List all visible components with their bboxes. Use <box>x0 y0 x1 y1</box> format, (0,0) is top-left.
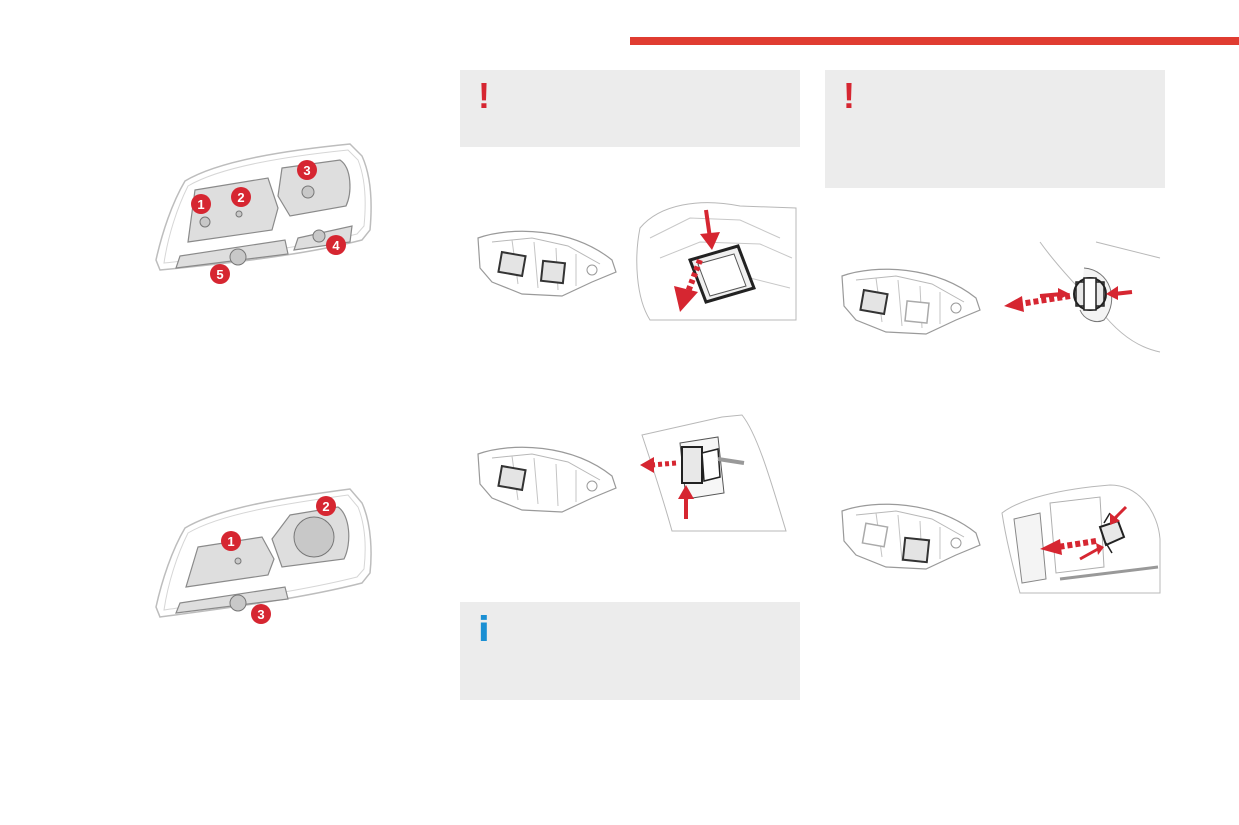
bulb-clip-release <box>1001 484 1161 594</box>
badge-3: 3 <box>297 160 317 180</box>
badge-5: 5 <box>210 264 230 284</box>
badge-1: 1 <box>221 531 241 551</box>
badge-4: 4 <box>326 235 346 255</box>
badge-1: 1 <box>191 194 211 214</box>
bulb-holder-turn-and-pull <box>1004 241 1161 353</box>
bulb-holder-removal <box>640 414 787 532</box>
svg-text:2: 2 <box>322 499 329 514</box>
info-panel: i <box>460 602 800 700</box>
svg-text:1: 1 <box>227 534 234 549</box>
badge-2: 2 <box>316 496 336 516</box>
rear-lamp-diagram-2: 1 2 3 <box>155 488 372 624</box>
warning-panel-1: ! <box>460 70 800 147</box>
section-accent-bar <box>630 37 1239 45</box>
svg-text:3: 3 <box>303 163 310 178</box>
svg-text:1: 1 <box>197 197 204 212</box>
headlamp-rear-view-two-covers <box>477 230 617 297</box>
svg-text:4: 4 <box>332 238 340 253</box>
warning-exclamation-icon: ! <box>843 75 855 116</box>
svg-text:5: 5 <box>216 267 223 282</box>
headlamp-rear-view-one-cover <box>477 446 617 513</box>
warning-panel-2: ! <box>825 70 1165 188</box>
headlamp-rear-view-lower-cover <box>841 503 981 570</box>
badge-3: 3 <box>251 604 271 624</box>
badge-2: 2 <box>231 187 251 207</box>
info-icon: i <box>478 610 490 650</box>
svg-text:3: 3 <box>257 607 264 622</box>
headlamp-cover-removal <box>636 202 797 321</box>
warning-exclamation-icon: ! <box>478 75 490 116</box>
svg-text:2: 2 <box>237 190 244 205</box>
headlamp-rear-view-left-cover <box>841 268 981 335</box>
rear-lamp-diagram-1: 1 2 3 4 5 <box>155 143 372 284</box>
